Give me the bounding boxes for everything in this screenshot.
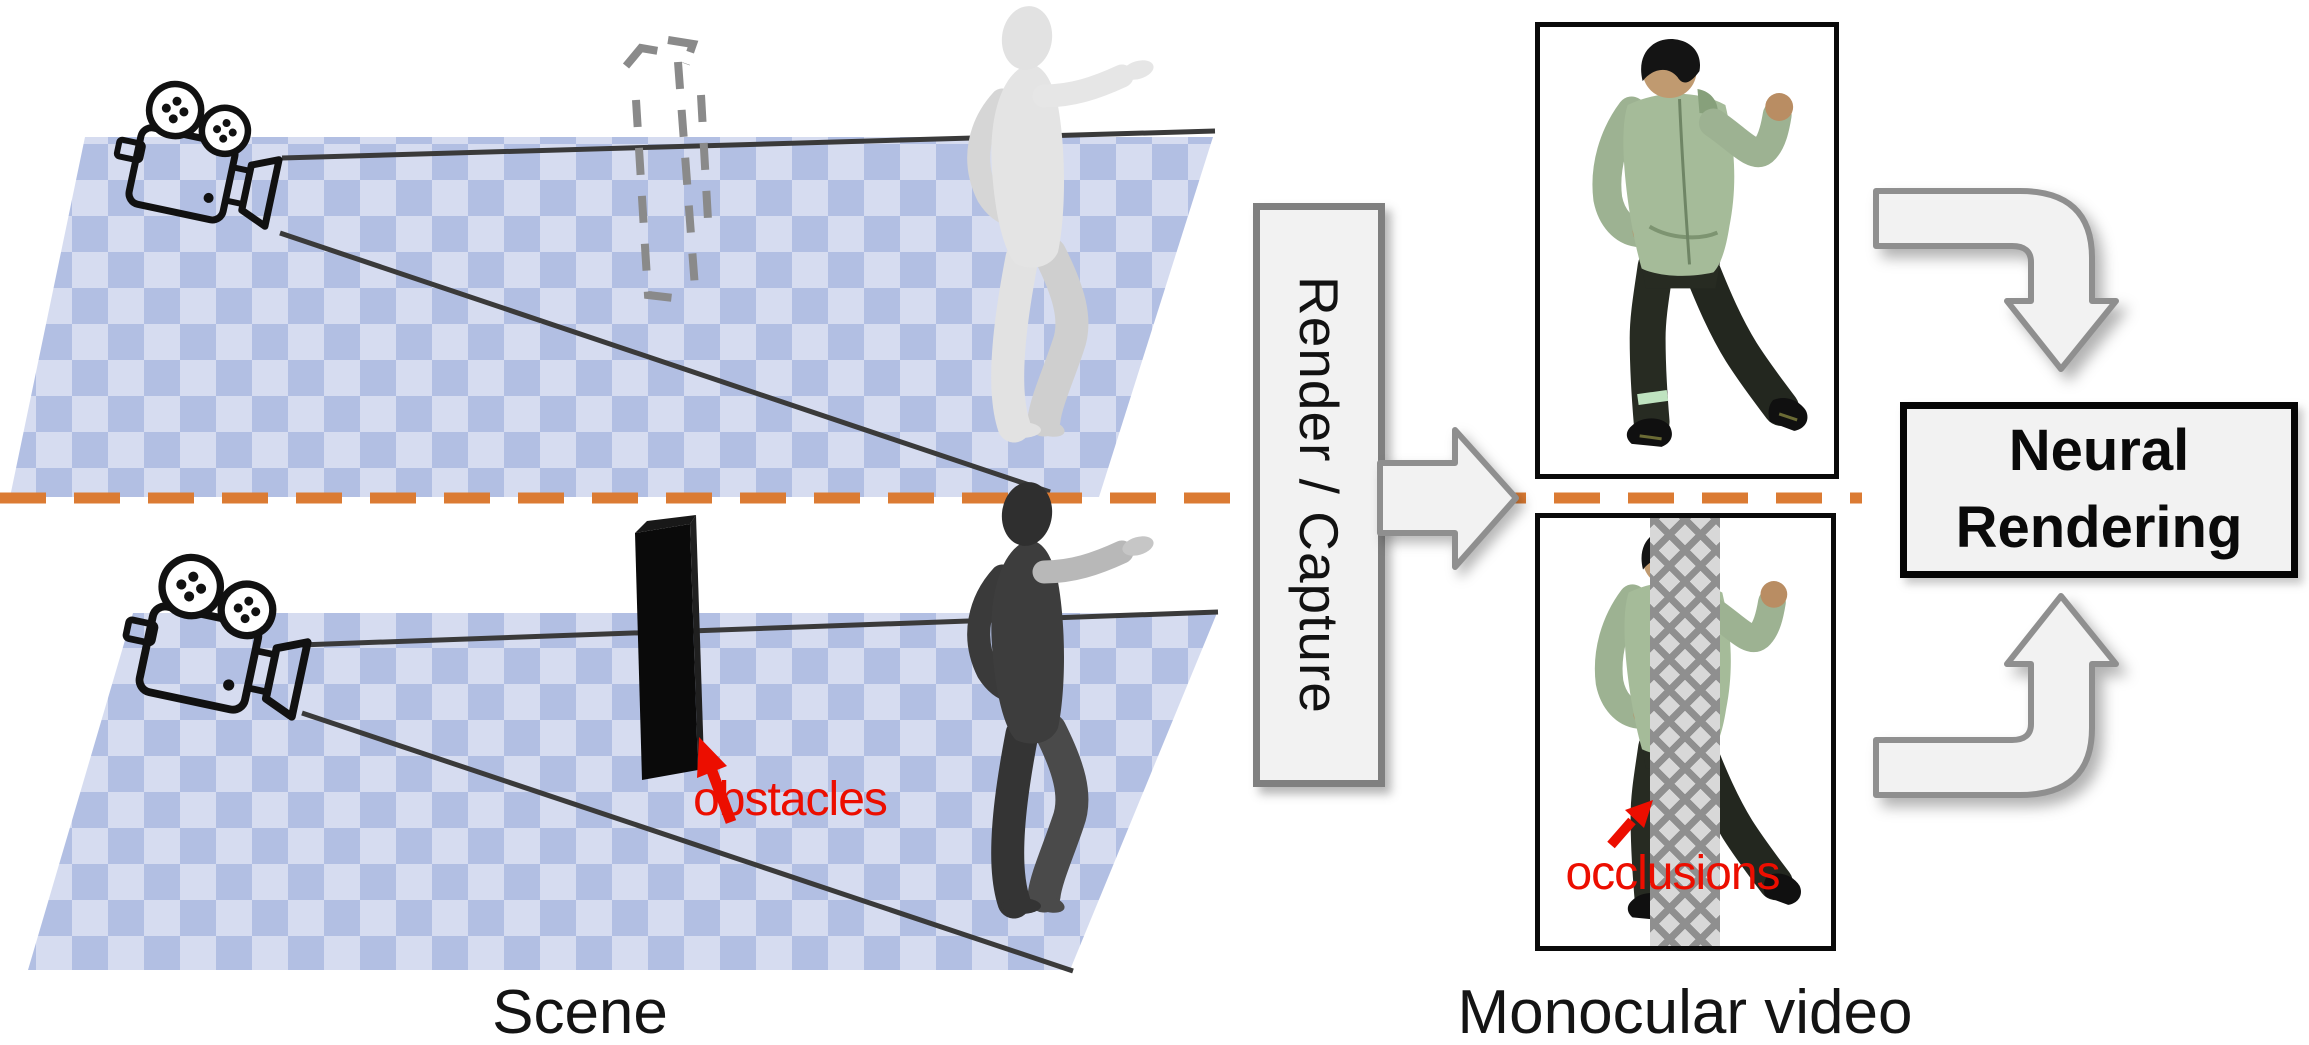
occlusions-arrow-icon [1607,800,1653,849]
scene-caption: Scene [492,978,668,1045]
occlusions-label: occlusions [1565,847,1780,900]
occluder-strip [1650,518,1720,946]
obstacles-label: obstacles [693,773,888,826]
monocular-video-caption: Monocular video [1457,978,1913,1045]
view-frustum [299,609,1219,974]
hoodie-person [1592,39,1808,447]
video-frame-occluded: occlusions [1535,513,1836,951]
obstacle-block [635,515,704,780]
ghost-obstacle-icon [622,36,713,303]
bottom-scene [28,515,1219,974]
obstacles-arrow-icon [697,737,737,824]
mesh-person-shadowed [967,482,1154,919]
ground-plane [10,137,1213,497]
render-capture-box: Render / Capture [1253,203,1385,787]
ground-plane-occluded [28,613,1217,970]
render-capture-label: Render / Capture [1288,276,1350,714]
neural-rendering-label-line2: Rendering [1955,495,2243,560]
mesh-person [967,6,1154,443]
video-frame-clean [1535,22,1839,479]
neural-rendering-label-line1: Neural [2008,418,2190,484]
neural-rendering-box: Neural Rendering [1900,402,2298,578]
top-scene [10,36,1216,497]
